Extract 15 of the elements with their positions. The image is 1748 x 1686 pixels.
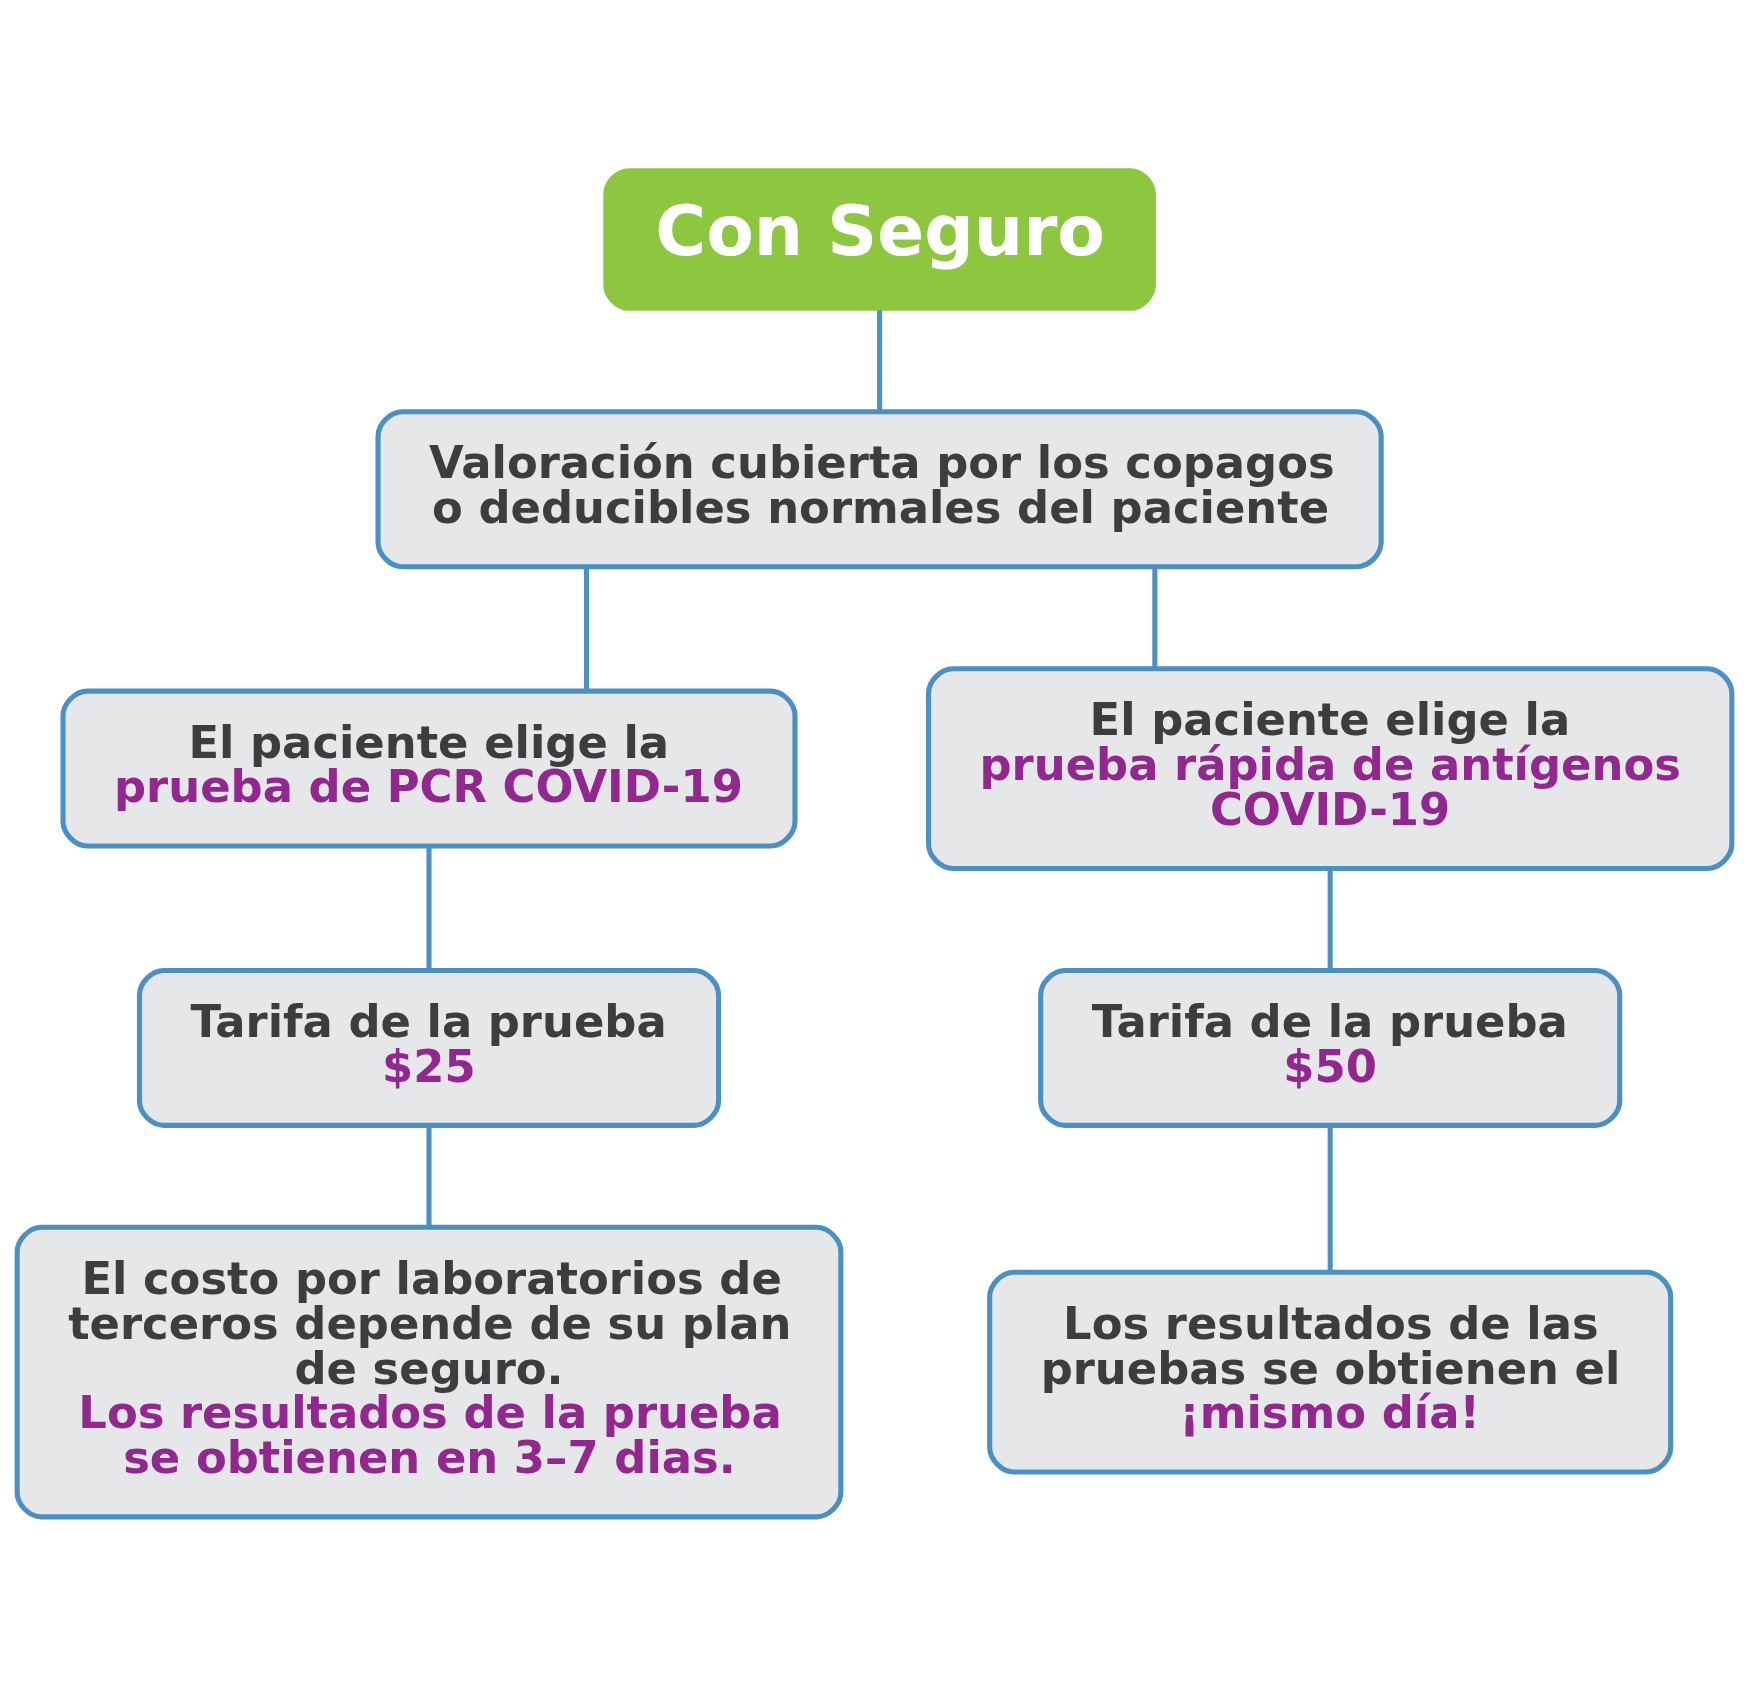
node-box: Valoración cubierta por los copagos o deducibles normales del paciente xyxy=(375,409,1384,570)
node-box: Tarifa de la prueba $50 xyxy=(1037,967,1622,1128)
connector xyxy=(583,567,589,691)
node-box: Tarifa de la prueba $25 xyxy=(136,967,721,1128)
node-box: El paciente elige la prueba de PCR COVID-19 xyxy=(60,688,798,849)
connector xyxy=(425,1125,432,1228)
node-box: Los resultados de las pruebas se obtienen el ¡mismo día! xyxy=(986,1269,1673,1475)
connector xyxy=(425,846,432,970)
node-box: Con Seguro xyxy=(602,168,1156,311)
node-box: El costo por laboratorios de terceros depende de su plan de seguro. Los resultados de la prueba se obtienen en 3–7 dias. xyxy=(14,1224,843,1520)
node-box: El paciente elige la prueba rápida de antígenos COVID-19 xyxy=(925,666,1734,872)
connector xyxy=(1327,1125,1333,1272)
connector xyxy=(1327,868,1333,970)
connector xyxy=(876,310,882,412)
connector xyxy=(1151,567,1157,669)
